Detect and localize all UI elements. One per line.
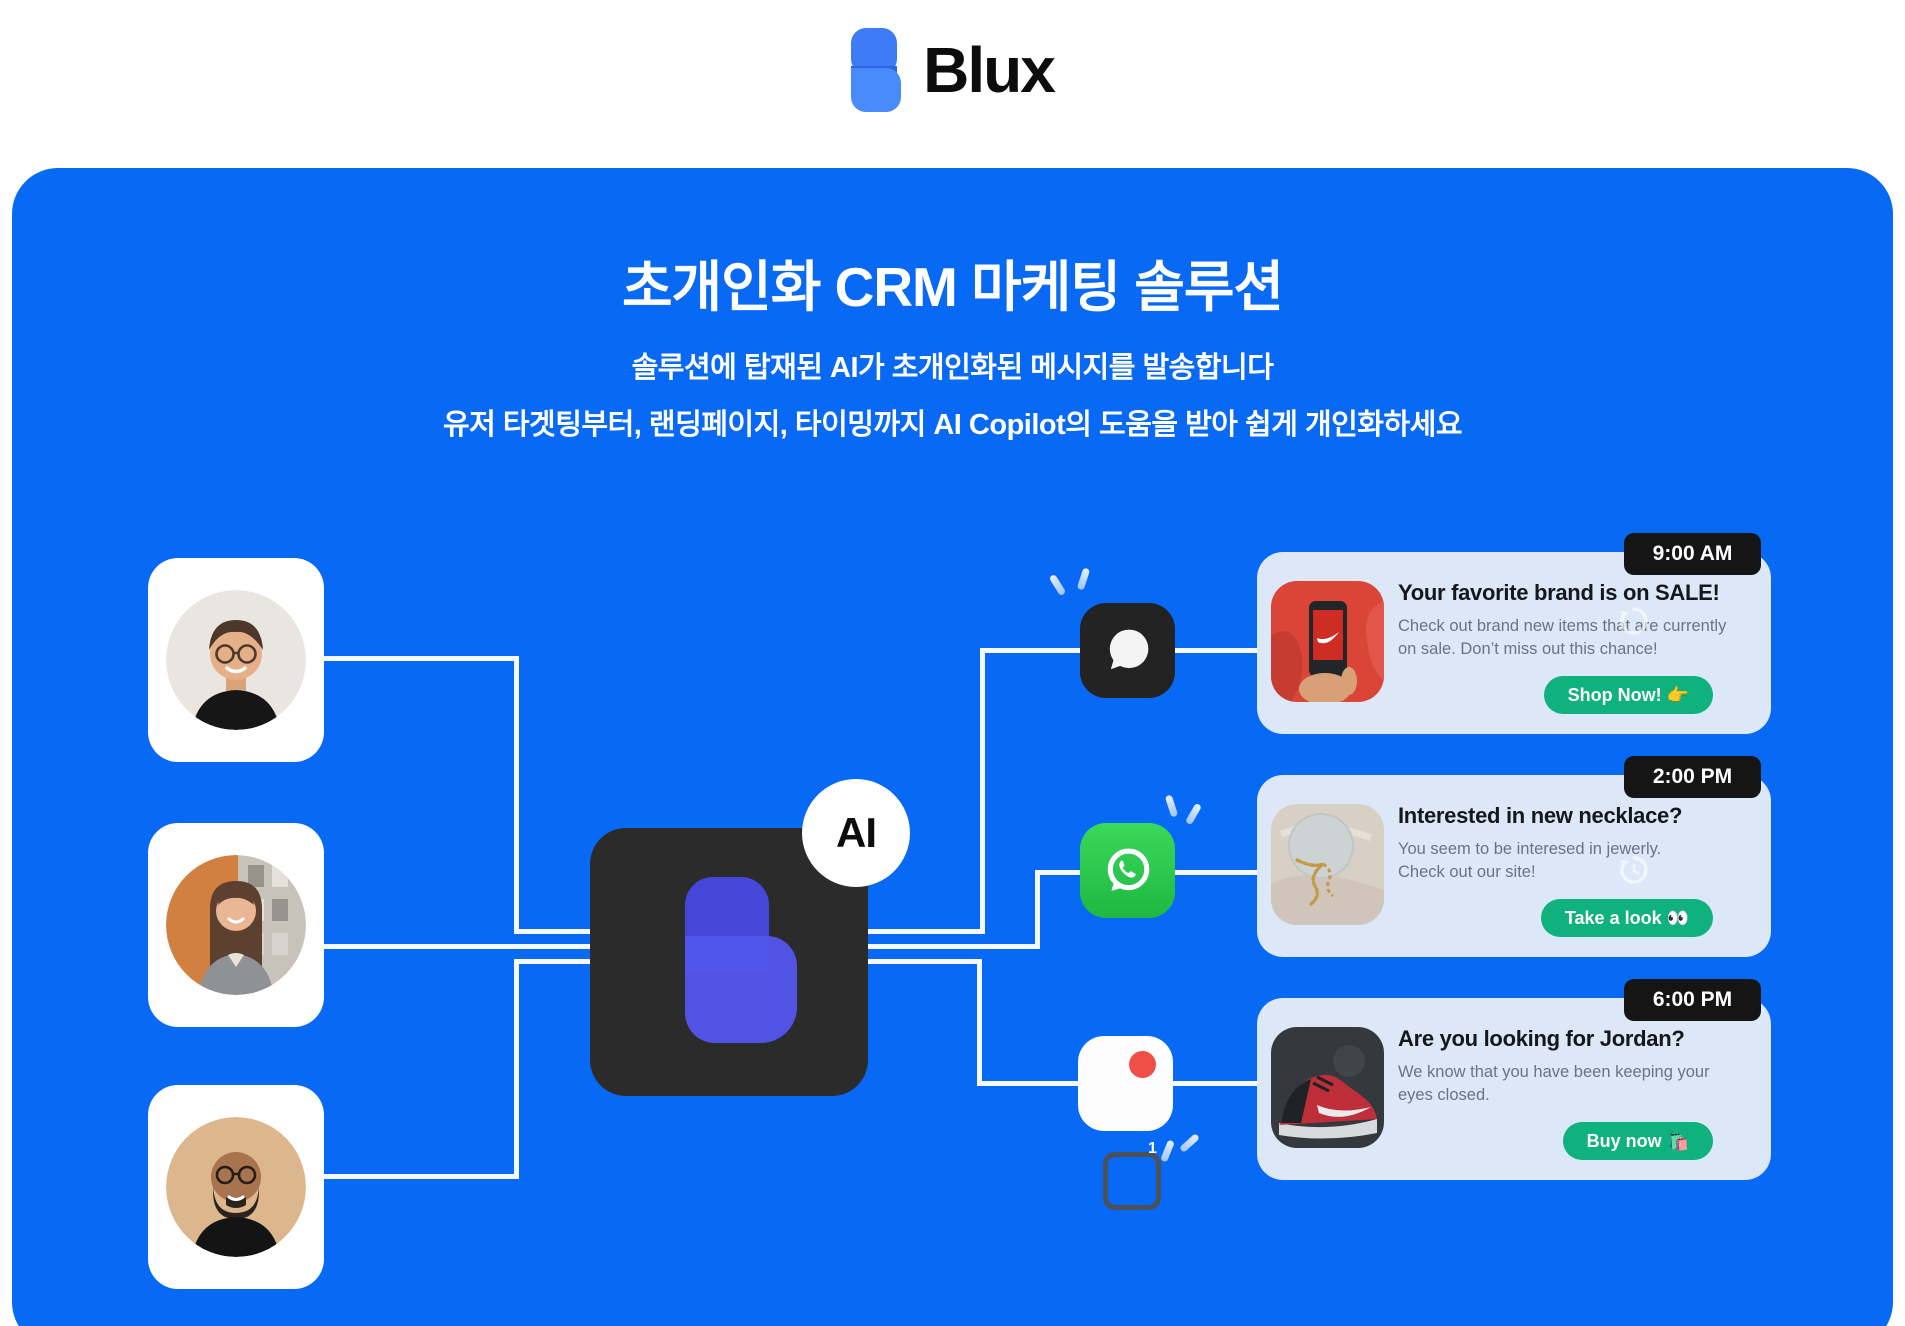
notification-count: 1 xyxy=(1148,1140,1157,1157)
user-avatar-card-2 xyxy=(148,823,324,1027)
connector-line xyxy=(514,929,594,934)
notification-dot xyxy=(1129,1051,1156,1078)
message-card-jordan: Are you looking for Jordan? We know that… xyxy=(1257,998,1771,1180)
time-badge: 2:00 PM xyxy=(1624,756,1761,798)
ai-badge: AI xyxy=(802,779,910,887)
connector-line xyxy=(322,656,519,661)
avatar-man-beard xyxy=(166,1117,306,1257)
connector-line xyxy=(980,648,985,934)
connector-line xyxy=(514,656,519,934)
user-avatar-card-3 xyxy=(148,1085,324,1289)
avatar-man-glasses xyxy=(166,590,306,730)
connector-line xyxy=(864,944,1040,949)
message-title: Are you looking for Jordan? xyxy=(1398,1026,1685,1051)
connector-line xyxy=(980,648,1085,653)
blux-logo-icon xyxy=(851,28,909,112)
user-avatar-card-1 xyxy=(148,558,324,762)
message-body: We know that you have been keeping your … xyxy=(1398,1063,1710,1105)
connector-line xyxy=(1035,870,1040,949)
connector-line xyxy=(977,1081,1082,1086)
header: Blux xyxy=(0,28,1905,112)
connector-line xyxy=(1172,648,1260,653)
message-card-sale: Your favorite brand is on SALE! Check ou… xyxy=(1257,552,1771,734)
product-image-necklace xyxy=(1271,804,1384,925)
avatar-woman-blazer xyxy=(166,855,306,995)
blux-b-logo-bottom xyxy=(685,936,797,1043)
whatsapp-icon xyxy=(1080,823,1175,918)
message-title: Your favorite brand is on SALE! xyxy=(1398,580,1720,605)
connector-line xyxy=(1172,870,1260,875)
time-badge: 9:00 AM xyxy=(1624,533,1761,575)
connector-line xyxy=(864,929,985,934)
time-badge: 6:00 PM xyxy=(1624,979,1761,1021)
message-card-necklace: Interested in new necklace? You seem to … xyxy=(1257,775,1771,957)
imessage-chat-icon xyxy=(1080,603,1175,698)
connector-line xyxy=(322,944,594,949)
message-body: Check out brand new items that are curre… xyxy=(1398,617,1727,659)
connector-line xyxy=(514,959,594,964)
connector-line xyxy=(322,1174,519,1179)
message-body: You seem to be interesed in jewerly. Che… xyxy=(1398,840,1662,882)
hero-subtitle-line2: 유저 타겟팅부터, 랜딩페이지, 타이밍까지 AI Copilot의 도움을 받… xyxy=(442,409,1463,441)
buy-now-button[interactable]: Buy now 🛍️ xyxy=(1562,1122,1713,1160)
take-a-look-button[interactable]: Take a look 👀 xyxy=(1540,899,1713,937)
whatsapp-glyph xyxy=(1107,848,1149,891)
history-icon xyxy=(1620,856,1648,884)
chat-bubble-glyph xyxy=(1109,629,1148,669)
connector-line xyxy=(864,959,982,964)
hero-subtitle-line1: 솔루션에 탑재된 AI가 초개인화된 메시지를 발송합니다 xyxy=(631,352,1274,384)
blux-logo-text: Blux xyxy=(923,34,1056,106)
connector-line xyxy=(1035,870,1085,875)
message-title: Interested in new necklace? xyxy=(1398,803,1683,828)
shop-now-button[interactable]: Shop Now! 👉 xyxy=(1543,676,1713,714)
history-icon xyxy=(1620,607,1648,635)
notification-app-icon xyxy=(1078,1036,1173,1131)
connector-line xyxy=(514,959,519,1179)
hero-title: 초개인화 CRM 마케팅 솔루션 xyxy=(621,256,1284,318)
product-image-jordan-sneaker xyxy=(1271,1027,1384,1148)
empty-app-slot-icon xyxy=(1103,1152,1161,1210)
product-image-nike-phone xyxy=(1271,581,1384,702)
blux-logo-bottom-shape xyxy=(851,68,902,112)
connector-line xyxy=(977,959,982,1084)
connector-line xyxy=(1170,1081,1260,1086)
